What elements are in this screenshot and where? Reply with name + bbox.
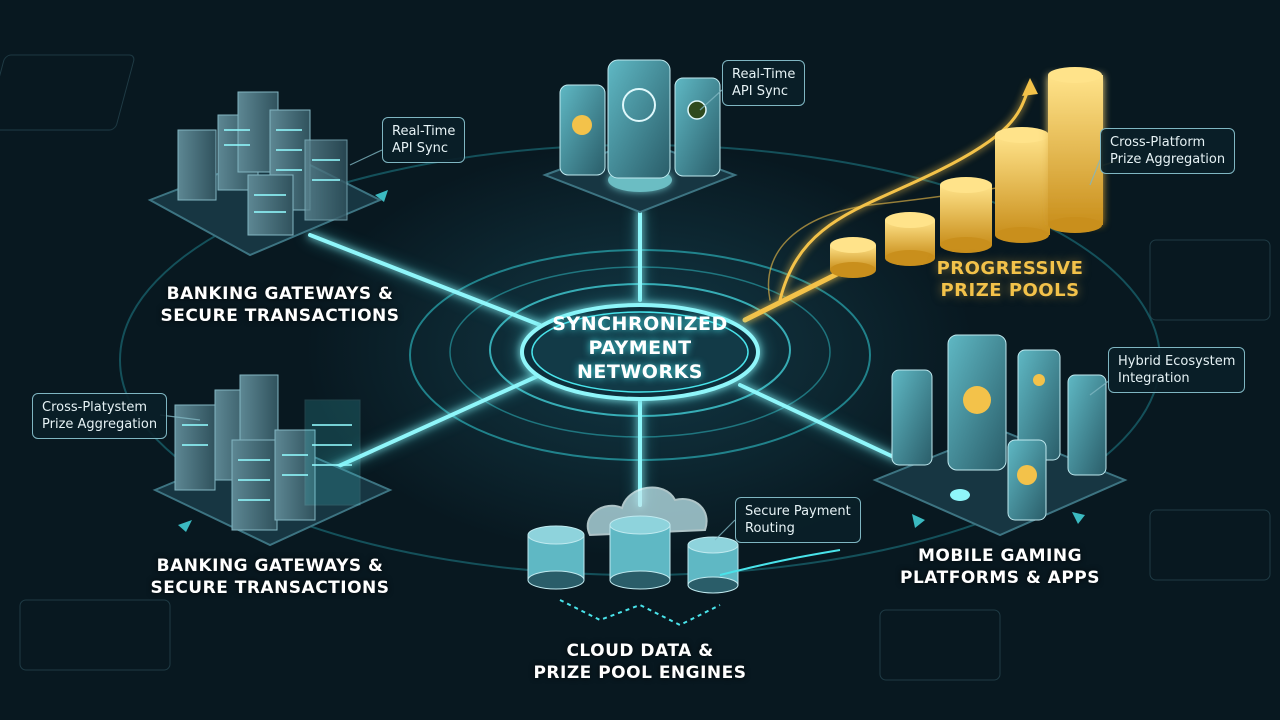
banking-top-line1: BANKING GATEWAYS & [166,284,394,304]
banking-bottom-line1: BANKING GATEWAYS & [156,556,384,576]
prize-pools-line2: PRIZE POOLS [940,280,1080,301]
callout-hybrid: Hybrid Ecosystem Integration [1108,347,1246,393]
server-cluster-top [147,91,383,257]
phone-platform-top [542,59,738,214]
cloud-label: CLOUD DATA & PRIZE POOL ENGINES [520,640,760,684]
banking-bottom-line2: SECURE TRANSACTIONS [150,578,390,598]
hub-title-line3: NETWORKS [577,361,703,383]
callout-cross-platform-left-line1: Cross-Platystem [42,400,148,415]
callout-api-sync-left: Real-Time API Sync [382,117,466,163]
banking-bottom-label: BANKING GATEWAYS & SECURE TRANSACTIONS [130,555,410,599]
cloud-line2: PRIZE POOL ENGINES [533,663,747,683]
coin-stacks [830,67,1103,278]
callout-cross-platform-right-line2: Prize Aggregation [1110,152,1226,167]
callout-secure-routing-line2: Routing [745,521,795,536]
callout-api-sync-top-line2: API Sync [732,84,789,99]
callout-hybrid-line2: Integration [1118,371,1190,386]
mobile-line2: PLATFORMS & APPS [899,568,1101,588]
mobile-platform [872,334,1128,537]
connector-beams [306,78,1121,509]
callout-api-sync-left-line1: Real-Time [392,124,456,139]
central-hub [515,300,765,404]
banking-top-label: BANKING GATEWAYS & SECURE TRANSACTIONS [140,283,420,327]
hub-title-line1: SYNCHRONIZED [552,313,728,335]
cloud-line1: CLOUD DATA & [566,641,714,661]
background-panels [0,54,1271,681]
callout-api-sync-top-line1: Real-Time [732,67,796,82]
callout-cross-platform-left-line2: Prize Aggregation [42,417,158,432]
mobile-line1: MOBILE GAMING [917,546,1083,566]
orbit-arrows [178,190,1085,532]
callout-cross-platform-left: Cross-Platystem Prize Aggregation [32,393,168,439]
callout-hybrid-line1: Hybrid Ecosystem [1118,354,1236,369]
callout-secure-routing: Secure Payment Routing [735,497,861,543]
mobile-label: MOBILE GAMING PLATFORMS & APPS [880,545,1120,589]
cloud-database [527,486,841,627]
callout-api-sync-top: Real-Time API Sync [722,60,806,106]
callout-cross-platform-right-line1: Cross-Platform [1110,135,1206,150]
prize-pools-label: PROGRESSIVE PRIZE POOLS [920,258,1100,302]
callout-cross-platform-right: Cross-Platform Prize Aggregation [1100,128,1236,174]
server-cluster-bottom [152,374,393,547]
prize-pools-line1: PROGRESSIVE [936,258,1084,279]
banking-top-line2: SECURE TRANSACTIONS [160,306,400,326]
callout-api-sync-left-line2: API Sync [392,141,449,156]
callout-secure-routing-line1: Secure Payment [745,504,851,519]
hub-title: SYNCHRONIZED PAYMENT NETWORKS [520,312,760,384]
hub-title-line2: PAYMENT [588,337,692,359]
